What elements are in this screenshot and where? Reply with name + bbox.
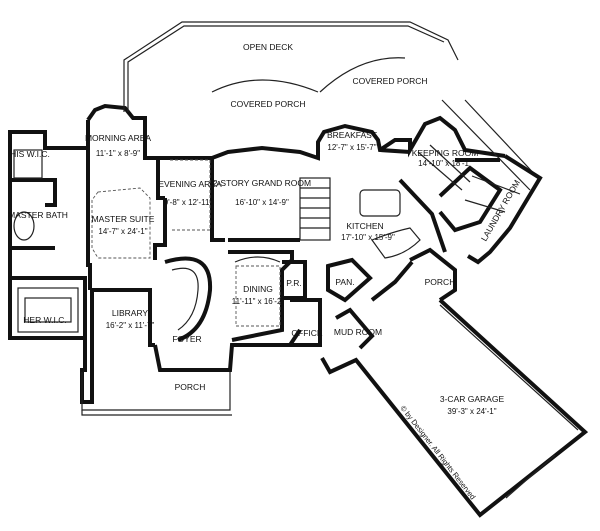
evening-area-label: EVENING AREA xyxy=(158,179,222,189)
evening-area-dims: 9'-8" x 12'-11" xyxy=(164,198,213,207)
covered-porch-center-label: COVERED PORCH xyxy=(230,99,305,109)
open-deck-label: OPEN DECK xyxy=(243,42,293,52)
porch-front-label: PORCH xyxy=(175,382,206,392)
pan-label: PAN. xyxy=(335,277,354,287)
mud-room-label: MUD ROOM xyxy=(334,327,382,337)
master-suite-dims: 14'-7" x 24'-1" xyxy=(98,227,147,236)
foyer-label: FOYER xyxy=(172,334,201,344)
dining-label: DINING xyxy=(243,284,273,294)
master-bath-label: MASTER BATH xyxy=(8,210,68,220)
morning-area-label: MORNING AREA xyxy=(85,133,151,143)
grand-room-dims: 16'-10" x 14'-9" xyxy=(235,198,289,207)
garage-dims: 39'-3" x 24'-1" xyxy=(447,407,496,416)
his-wic-label: HIS W.I.C. xyxy=(10,149,50,159)
breakfast-dims: 12'-7" x 15'-7" xyxy=(327,143,376,152)
porch-side-label: PORCH xyxy=(425,277,456,287)
kitchen-label: KITCHEN xyxy=(346,221,383,231)
covered-porch-top-label: COVERED PORCH xyxy=(352,76,427,86)
morning-area-dims: 11'-1" x 8'-9" xyxy=(96,149,140,158)
room-labels: OPEN DECK COVERED PORCH COVERED PORCH MO… xyxy=(8,42,522,501)
library-label: LIBRARY xyxy=(112,308,149,318)
copyright-notice: © by Designer. All Rights Reserved xyxy=(398,404,477,502)
exterior-walls xyxy=(8,21,589,518)
breakfast-label: BREAKFAST xyxy=(327,130,377,140)
master-suite-label: MASTER SUITE xyxy=(92,214,155,224)
garage-label: 3-CAR GARAGE xyxy=(440,394,505,404)
interior-walls xyxy=(10,144,521,350)
pr-label: P.R. xyxy=(286,278,301,288)
grand-room-label: 2-STORY GRAND ROOM xyxy=(213,178,311,188)
keeping-room-dims: 14'-10" x 18'-1" xyxy=(418,159,472,168)
library-dims: 16'-2" x 11'-7" xyxy=(106,321,155,330)
dining-dims: 11'-11" x 16'-2" xyxy=(232,297,285,306)
keeping-room-label: KEEPING ROOM xyxy=(412,148,479,158)
kitchen-dims: 17'-10" x 15'-9" xyxy=(341,233,395,242)
office-label: OFFICE xyxy=(291,328,322,338)
her-wic-label: HER W.I.C. xyxy=(23,315,66,325)
